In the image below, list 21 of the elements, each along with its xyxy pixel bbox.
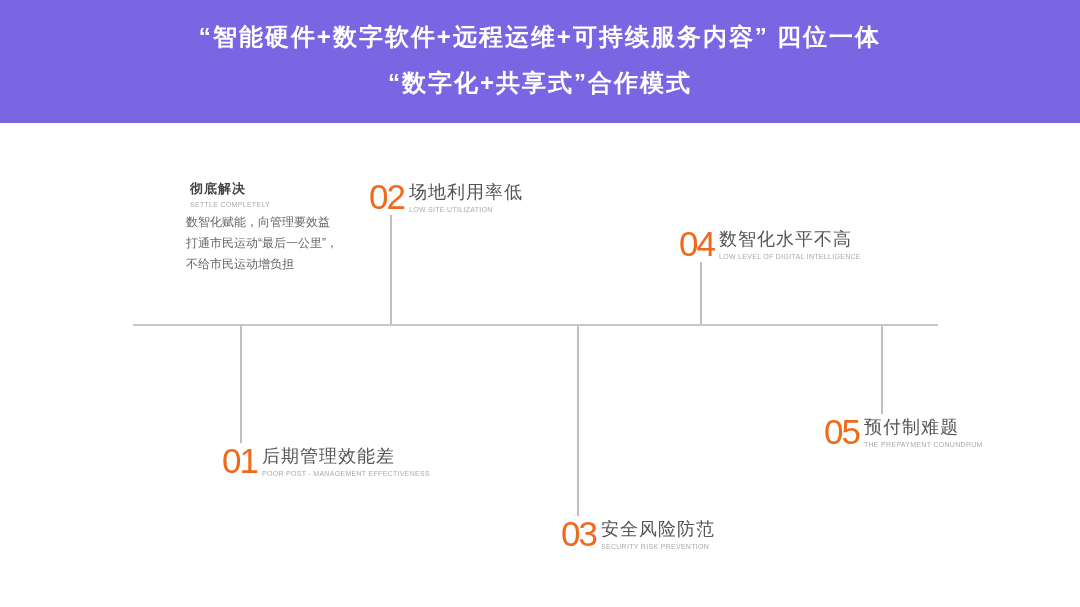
leader-line — [881, 325, 883, 415]
step-title: 安全风险防范 — [600, 518, 715, 540]
section-heading: 彻底解决 — [190, 181, 246, 197]
step-number: 02 — [369, 179, 404, 215]
header-subtitle: “数字化+共享式”合作模式 — [388, 68, 692, 98]
step-number: 05 — [824, 414, 859, 450]
step-number: 04 — [679, 226, 714, 262]
leader-line — [240, 325, 242, 444]
step-title: 数智化水平不高 — [718, 228, 852, 250]
header-title: “智能硬件+数字软件+远程运维+可持续服务内容” 四位一体 — [198, 22, 882, 52]
timeline-line — [133, 324, 938, 326]
leader-line — [390, 214, 392, 325]
step-title: 后期管理效能差 — [261, 445, 395, 467]
section-paragraph: 数智化赋能，向管理要效益打通市民运动“最后一公里”，不给市民运动增负担 — [186, 214, 339, 273]
leader-line — [700, 261, 702, 325]
step-title: 预付制难题 — [863, 416, 959, 438]
step-number: 03 — [561, 516, 596, 552]
header-band — [0, 0, 1080, 123]
step-title: 场地利用率低 — [408, 181, 523, 203]
leader-line — [577, 325, 579, 517]
step-number: 01 — [222, 443, 257, 479]
